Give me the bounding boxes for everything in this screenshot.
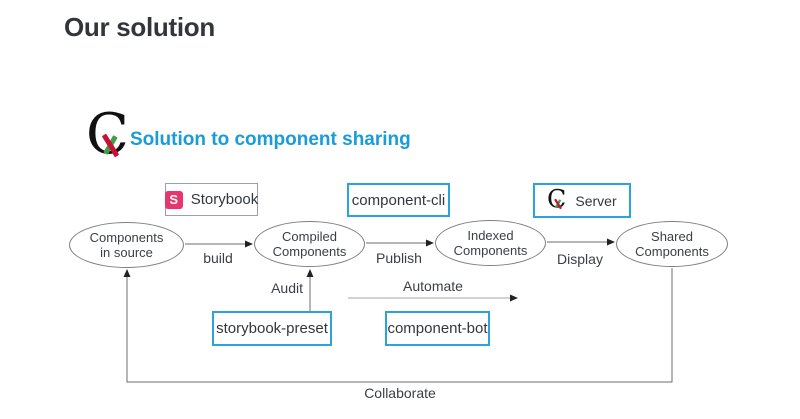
component-logo-icon-small: C <box>547 183 567 214</box>
component-cli-label: component-cli <box>351 191 446 209</box>
server-logo-wrap: C <box>547 183 567 214</box>
storybook-preset-box: storybook-preset <box>212 311 332 346</box>
node-indexed-components: Indexed Components <box>435 220 546 266</box>
node-shared-components: Shared Components <box>616 221 728 267</box>
node-compiled-components: Compiled Components <box>254 221 365 267</box>
edge-label-publish: Publish <box>376 250 422 266</box>
storybook-box: S Storybook <box>164 183 259 216</box>
component-bot-label: component-bot <box>387 320 488 337</box>
storybook-s-icon: S <box>164 190 183 209</box>
edge-label-collaborate: Collaborate <box>364 385 436 401</box>
component-bot-box: component-bot <box>385 311 490 346</box>
server-box: C Server <box>533 183 631 218</box>
component-logo-x-mark <box>99 133 121 159</box>
diagram-title: Solution to component sharing <box>130 129 411 150</box>
edge-label-build: build <box>203 250 233 266</box>
edge-label-display: Display <box>557 251 603 267</box>
component-logo-icon: C <box>86 107 129 163</box>
page-title: Our solution <box>64 12 215 42</box>
server-label: Server <box>575 192 617 209</box>
component-cli-box: component-cli <box>347 183 450 217</box>
storybook-preset-label: storybook-preset <box>216 320 328 337</box>
storybook-label: Storybook <box>190 191 259 208</box>
edge-label-automate: Automate <box>403 278 463 294</box>
edge-label-audit: Audit <box>271 280 303 296</box>
node-components-in-source: Components in source <box>69 222 184 268</box>
